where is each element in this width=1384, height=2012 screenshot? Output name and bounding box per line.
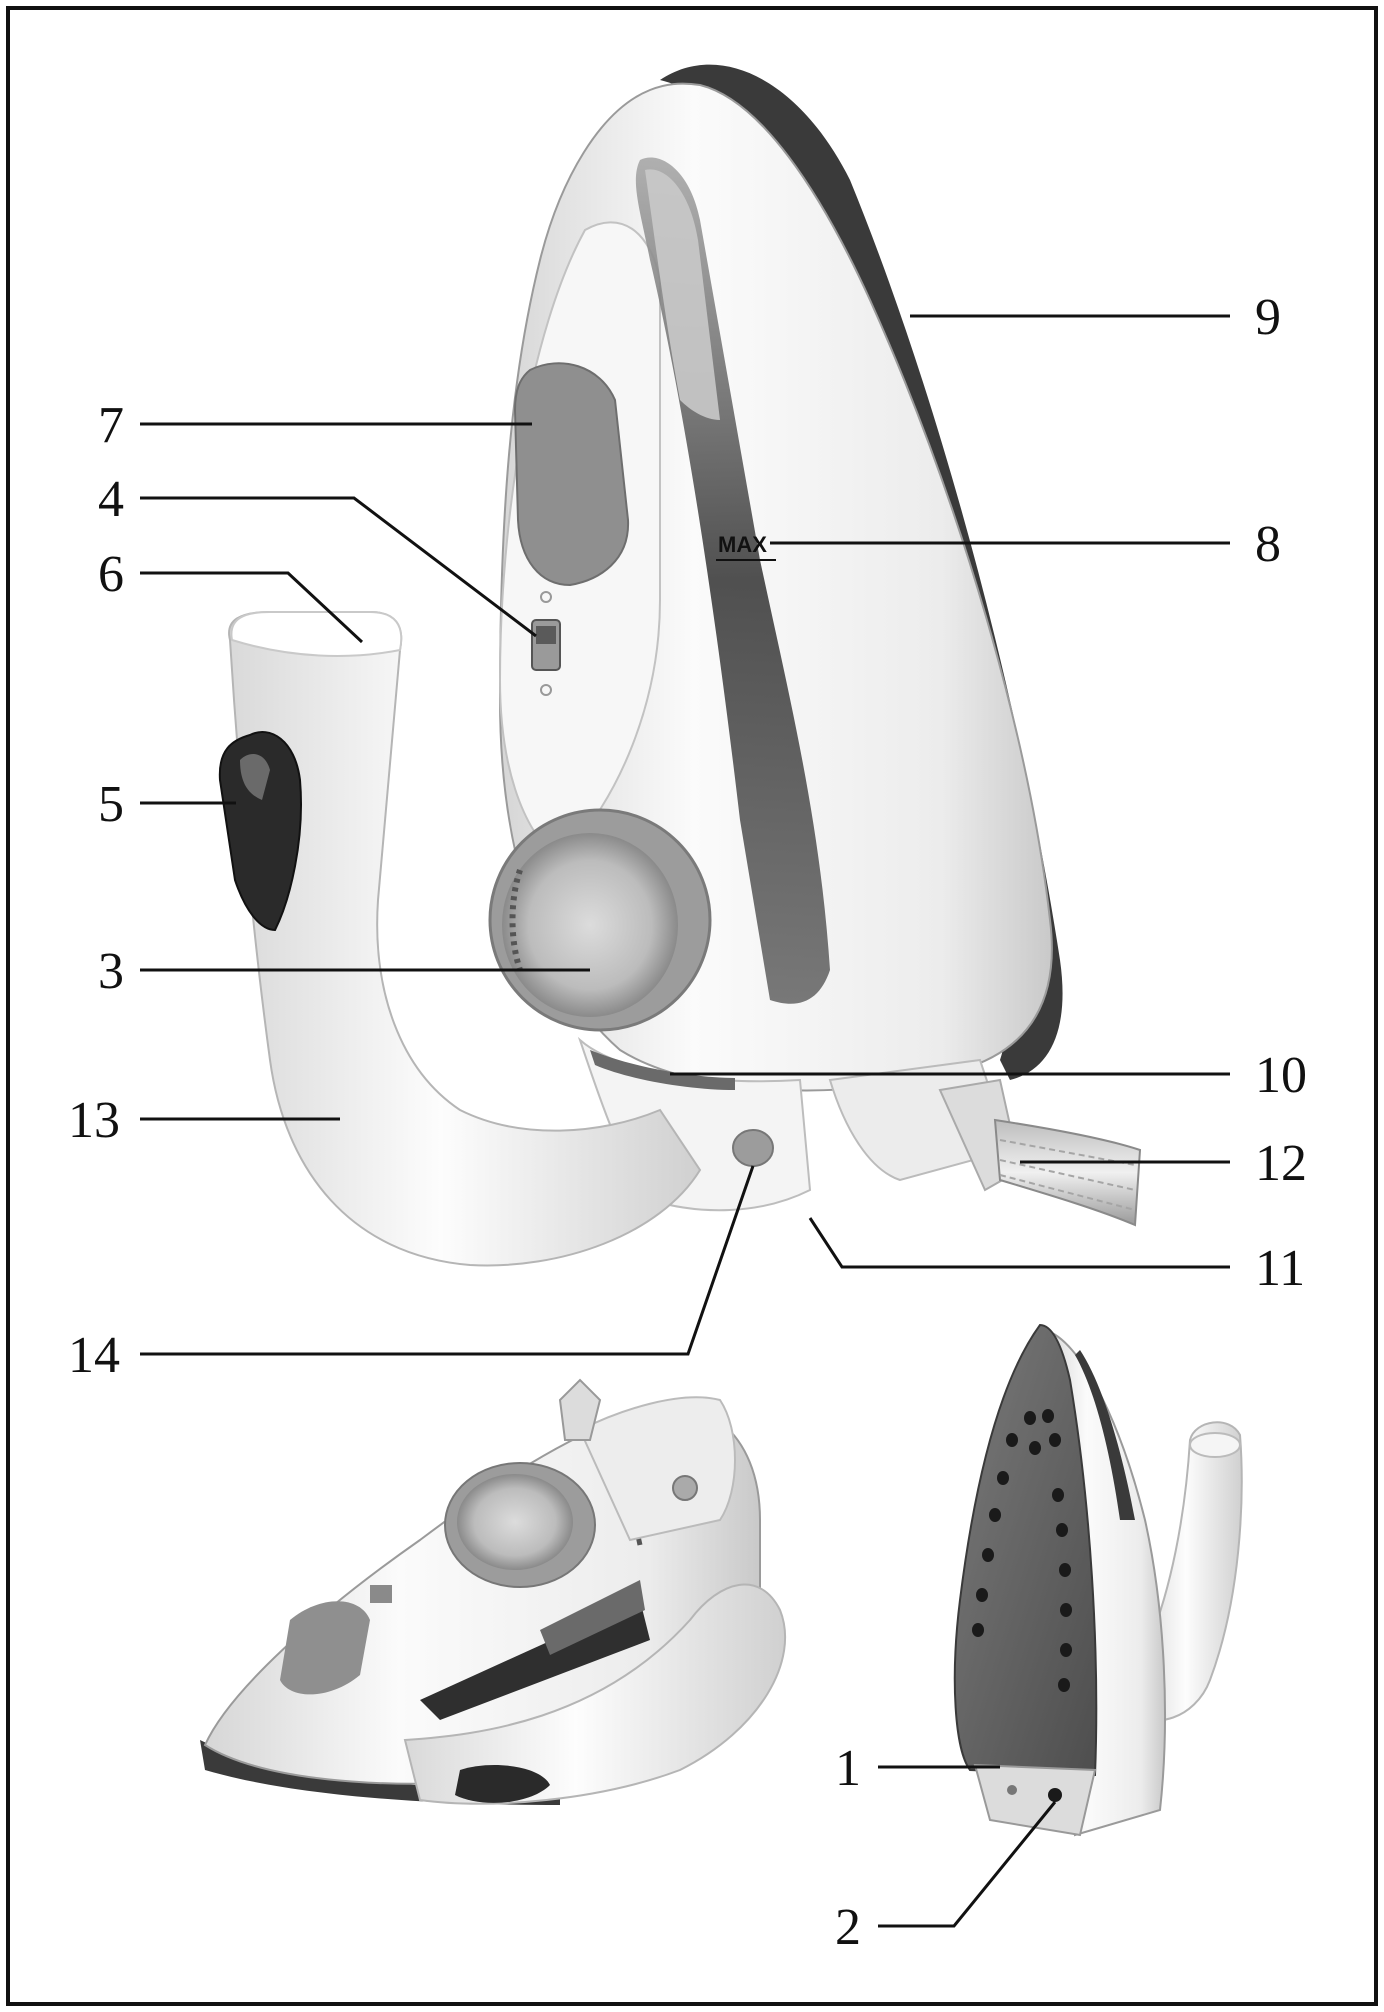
- folded-iron-button: [672, 1475, 698, 1501]
- folded-iron-cord-stub: [558, 1378, 602, 1441]
- soleplate-iron-rear: [973, 1763, 1097, 1837]
- handle-top-cap: [230, 611, 403, 657]
- leader-11: [808, 1217, 1230, 1269]
- temperature-dial: [502, 833, 678, 1017]
- leader-2: [878, 1801, 1057, 1928]
- power-cord: [993, 1118, 1142, 1227]
- label-5: 5: [98, 776, 124, 833]
- steam-switch-slot: [536, 626, 556, 644]
- temperature-dial-scale: [509, 869, 523, 971]
- water-tank-upper: [645, 169, 720, 420]
- label-13: 13: [68, 1092, 120, 1149]
- label-14: 14: [68, 1327, 120, 1384]
- folded-iron-nozzle: [280, 1601, 370, 1695]
- soleplate: [953, 1323, 1098, 1777]
- folded-iron: [200, 1378, 786, 1805]
- label-9: 9: [1255, 289, 1281, 346]
- folded-iron-handle-button: [455, 1765, 550, 1803]
- soleplate-iron-handle-cap: [1189, 1432, 1241, 1458]
- base-stripe: [590, 1050, 735, 1090]
- label-2: 2: [835, 1899, 861, 1956]
- label-12: 12: [1255, 1135, 1307, 1192]
- steam-indicator-top: [540, 591, 552, 603]
- main-iron: MAX: [218, 64, 1142, 1267]
- label-6: 6: [98, 546, 124, 603]
- soleplate-steam-holes: [972, 1409, 1072, 1692]
- handle-button: [218, 731, 302, 932]
- release-button: [732, 1129, 774, 1167]
- max-mark: MAX: [718, 532, 767, 557]
- soleplate-iron: [953, 1323, 1243, 1837]
- folded-iron-switch: [370, 1585, 392, 1603]
- soleplate-iron-handle: [1138, 1421, 1243, 1721]
- figure-frame: [6, 6, 1378, 2006]
- label-3: 3: [98, 943, 124, 1000]
- leader-6: [140, 571, 364, 644]
- leader-14: [140, 1165, 755, 1356]
- soleplate-iron-socket: [1048, 1788, 1062, 1802]
- soleplate-iron-dark-edge: [1075, 1350, 1135, 1520]
- steam-indicator-bottom: [540, 684, 552, 696]
- label-1: 1: [835, 1740, 861, 1797]
- label-7: 7: [98, 397, 124, 454]
- leader-4: [140, 496, 537, 638]
- soleplate-iron-indicator: [1007, 1785, 1017, 1795]
- leader-lines: [140, 314, 1230, 1928]
- folded-iron-handle: [403, 1583, 786, 1805]
- folded-iron-tank-upper: [540, 1580, 645, 1655]
- label-10: 10: [1255, 1047, 1307, 1104]
- folded-iron-dial: [457, 1474, 573, 1570]
- callout-labels: 9 7 4 8 6 5 3 10 13 12 11 14 1 2: [68, 289, 1307, 1956]
- label-4: 4: [98, 471, 124, 528]
- folded-iron-rear: [578, 1396, 736, 1542]
- handle-button-highlight: [240, 754, 270, 800]
- label-11: 11: [1255, 1240, 1305, 1297]
- spray-nozzle: [513, 362, 630, 587]
- label-8: 8: [1255, 516, 1281, 573]
